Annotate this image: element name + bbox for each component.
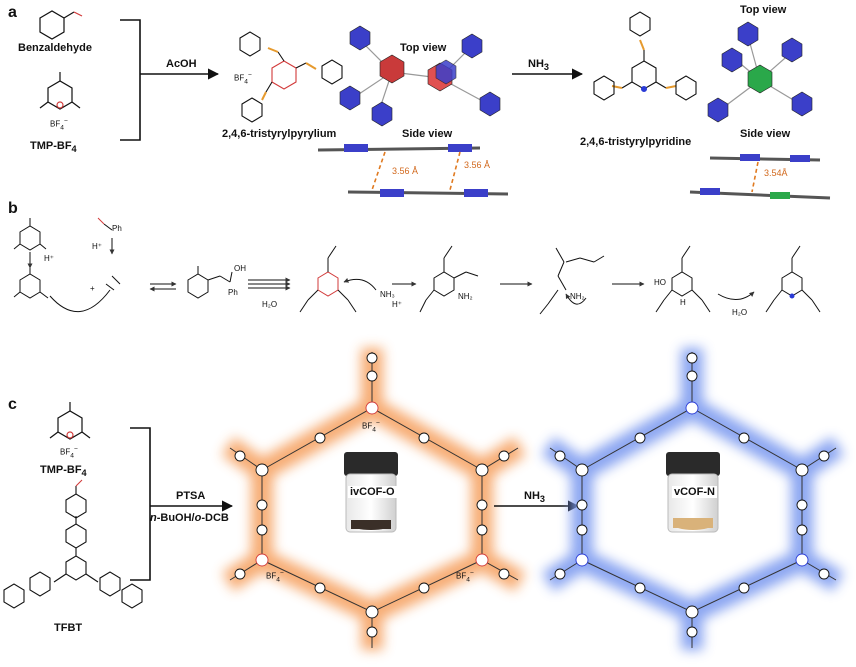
mech-ho: HO (654, 278, 666, 287)
distance-label-1: 3.56 Å (392, 166, 419, 176)
mech-plus: + (90, 284, 95, 293)
tmp-structure-a (39, 72, 81, 110)
mechanism-scheme (13, 217, 821, 315)
cof-n-framework (541, 348, 845, 650)
nh3-label-a: NH3 (528, 58, 549, 73)
tmp-bf4-counterion-c: BF4− (60, 446, 78, 460)
solvent-label: n-BuOH/o-DCB (150, 512, 229, 524)
bracket-c (130, 427, 151, 581)
mech-ph-2: Ph (228, 288, 238, 297)
top-view-label-2: Top view (740, 4, 787, 16)
panel-label-b: b (8, 200, 18, 217)
tfbt-structure (3, 479, 143, 609)
mech-h-plus-3: H⁺ (392, 300, 402, 309)
panel-label-a: a (8, 4, 17, 21)
mech-nh: H (680, 298, 686, 307)
mech-nh3: NH₃ (380, 290, 395, 299)
benzaldehyde-label: Benzaldehyde (18, 42, 92, 54)
side-view-label-2: Side view (740, 128, 791, 140)
tmp-label-a: TMP-BF4 (30, 140, 77, 155)
crystal-top-view-pyrylium (339, 25, 501, 127)
pyridine-name: 2,4,6-tristyrylpyridine (580, 136, 692, 148)
mech-h2o-2: H₂O (732, 308, 748, 317)
crystal-side-view-pyrylium (317, 144, 509, 197)
cof-bf4-3: BF4− (456, 570, 474, 584)
mech-h2o-1: H₂O (262, 300, 278, 309)
pyrylium-bf4: BF4− (234, 72, 252, 86)
tfbt-label: TFBT (54, 622, 83, 634)
tristyrylpyrylium-structure (239, 31, 343, 123)
acoh-label: AcOH (166, 58, 197, 70)
top-view-label-1: Top view (400, 42, 447, 54)
tmp-label-c: TMP-BF4 (40, 464, 87, 479)
mech-nh2-1: NH₂ (458, 292, 473, 301)
mech-nh2-2: NH₂ (570, 292, 585, 301)
cof-bf4-2: BF4− (266, 570, 284, 584)
nh3-label-c: NH3 (524, 490, 545, 505)
tmp-bf4-counterion-a: BF4− (50, 118, 68, 132)
mech-oh: OH (234, 264, 246, 273)
bracket-a (120, 19, 141, 141)
distance-label-2: 3.56 Å (464, 160, 491, 170)
distance-label-3: 3.54Å (764, 168, 788, 178)
cof-o-framework (221, 348, 526, 650)
side-view-label-1: Side view (402, 128, 453, 140)
tristyrylpyridine-structure (593, 11, 697, 101)
tmp-structure-c (49, 402, 91, 440)
mech-h-plus-2: H⁺ (92, 242, 102, 251)
panel-label-c: c (8, 396, 17, 413)
cof-bf4-1: BF4− (362, 420, 380, 434)
crystal-side-view-pyridine (689, 154, 831, 200)
mech-ph-1: Ph (112, 224, 122, 233)
cof-n-label: vCOF-N (672, 486, 717, 498)
pyrylium-name: 2,4,6-tristyrylpyrylium (222, 128, 337, 140)
crystal-top-view-pyridine (707, 21, 813, 123)
cof-o-label: ivCOF-O (348, 486, 397, 498)
benzaldehyde-structure (39, 10, 83, 40)
ptsa-label: PTSA (176, 490, 206, 502)
mech-h-plus-1: H⁺ (44, 254, 54, 263)
